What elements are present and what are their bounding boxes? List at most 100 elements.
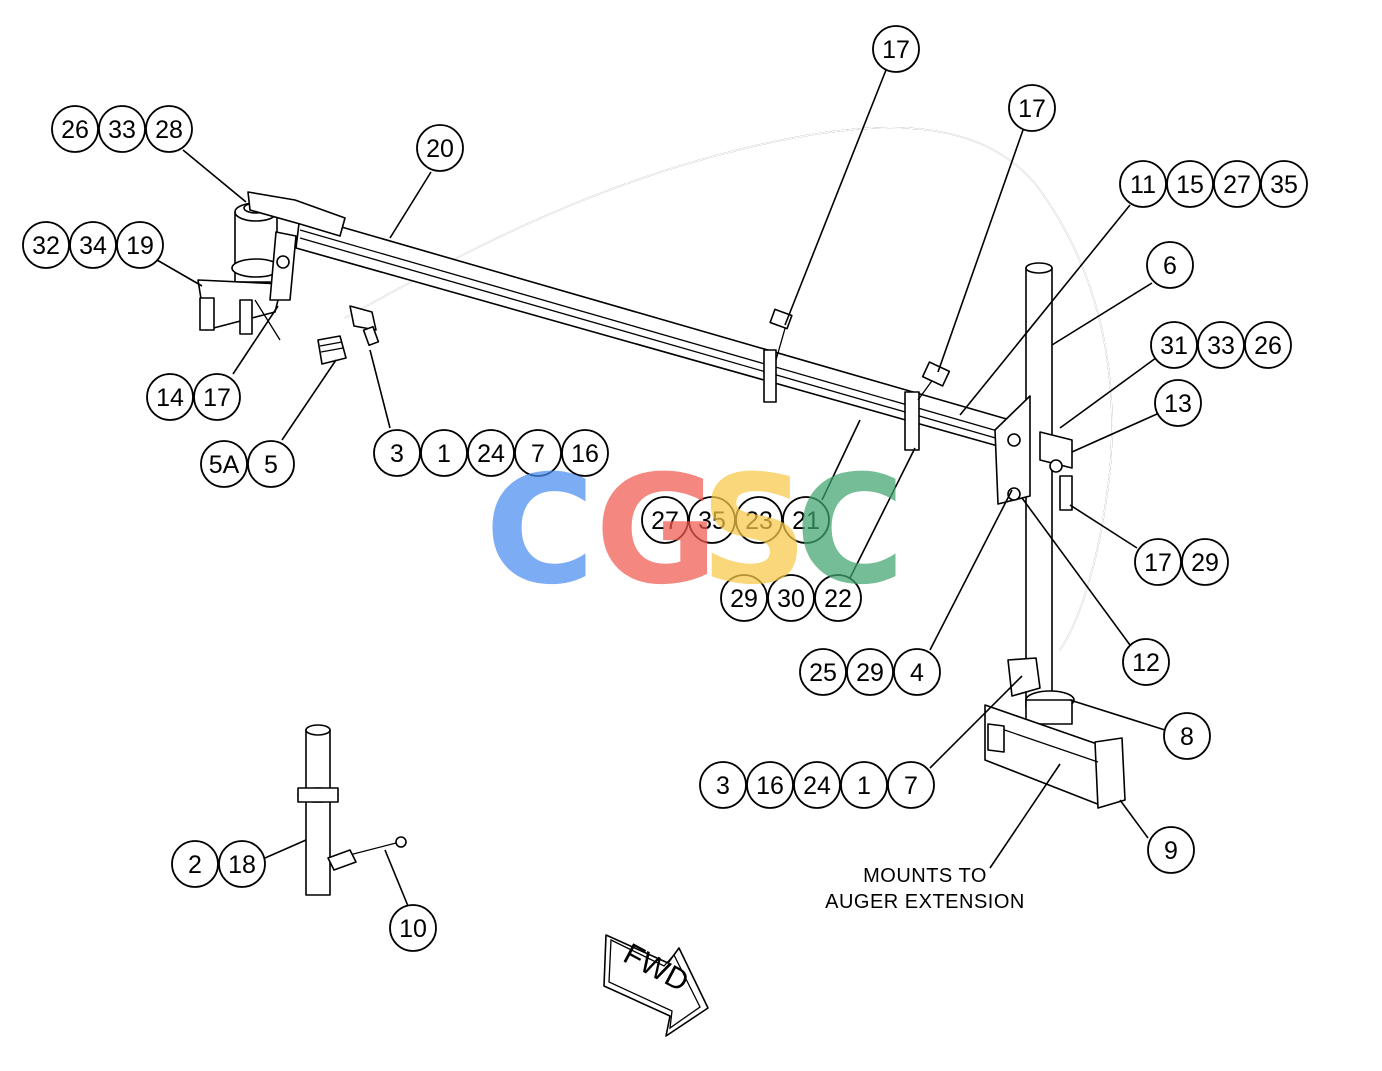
- callout-2: 2: [171, 840, 219, 888]
- svg-text:32: 32: [32, 232, 60, 260]
- mount-note-line2: AUGER EXTENSION: [825, 891, 1025, 913]
- mount-bracket: [984, 704, 1126, 809]
- svg-text:26: 26: [61, 116, 89, 144]
- svg-text:34: 34: [79, 232, 107, 260]
- callout-17: 17: [193, 373, 241, 421]
- svg-text:3: 3: [716, 772, 730, 800]
- assembly-artwork: FWD: [197, 127, 1126, 1037]
- svg-text:13: 13: [1164, 390, 1192, 418]
- svg-text:1: 1: [857, 772, 871, 800]
- callout-27: 27: [1213, 160, 1261, 208]
- callout-18: 18: [218, 840, 266, 888]
- callout-15: 15: [1166, 160, 1214, 208]
- svg-text:19: 19: [126, 232, 154, 260]
- svg-text:17: 17: [1144, 549, 1172, 577]
- callout-8: 8: [1163, 712, 1211, 760]
- svg-text:35: 35: [698, 507, 726, 535]
- callout-3: 3: [699, 761, 747, 809]
- svg-text:29: 29: [730, 585, 758, 613]
- svg-text:26: 26: [1254, 332, 1282, 360]
- callout-10: 10: [389, 904, 437, 952]
- svg-text:20: 20: [426, 135, 454, 163]
- svg-text:9: 9: [1164, 837, 1178, 865]
- svg-text:16: 16: [756, 772, 784, 800]
- callout-1: 1: [840, 761, 888, 809]
- callout-4: 4: [893, 648, 941, 696]
- callout-29: 29: [720, 574, 768, 622]
- callout-28: 28: [145, 105, 193, 153]
- callout-33: 33: [1197, 321, 1245, 369]
- watermark-letter-g: G: [595, 444, 718, 618]
- leader-lines: [156, 69, 1166, 907]
- svg-text:2: 2: [188, 851, 202, 879]
- callout-16: 16: [746, 761, 794, 809]
- callout-11: 11: [1119, 160, 1167, 208]
- svg-text:30: 30: [777, 585, 805, 613]
- nozzle-clamp-mid: [763, 308, 793, 403]
- callout-17: 17: [1134, 538, 1182, 586]
- callout-12: 12: [1122, 638, 1170, 686]
- svg-text:15: 15: [1176, 171, 1204, 199]
- svg-text:4: 4: [910, 659, 924, 687]
- callout-30: 30: [767, 574, 815, 622]
- svg-text:25: 25: [809, 659, 837, 687]
- svg-text:17: 17: [203, 384, 231, 412]
- svg-text:16: 16: [571, 440, 599, 468]
- callout-32: 32: [22, 221, 70, 269]
- svg-text:22: 22: [824, 585, 852, 613]
- callout-22: 22: [814, 574, 862, 622]
- callout-25: 25: [799, 648, 847, 696]
- right-post-assembly: [994, 262, 1075, 725]
- valve-clamp-left: [317, 305, 380, 365]
- callout-9: 9: [1147, 826, 1195, 874]
- svg-text:28: 28: [155, 116, 183, 144]
- callout-14: 14: [146, 373, 194, 421]
- svg-text:21: 21: [792, 507, 820, 535]
- svg-text:33: 33: [1207, 332, 1235, 360]
- boom-tube: [295, 214, 1011, 449]
- callout-29: 29: [1181, 538, 1229, 586]
- callouts: 26 33 28 32 34 19 20 14 17 5A 5 3 1 24 7…: [22, 25, 1308, 952]
- watermark-letter-c2: C: [795, 444, 905, 618]
- svg-text:17: 17: [1018, 95, 1046, 123]
- svg-text:7: 7: [904, 772, 918, 800]
- callout-26: 26: [1244, 321, 1292, 369]
- callout-5A: 5A: [200, 440, 248, 488]
- svg-text:23: 23: [745, 507, 773, 535]
- fwd-arrow: FWD: [603, 934, 709, 1037]
- svg-text:29: 29: [1191, 549, 1219, 577]
- callout-17: 17: [1008, 84, 1056, 132]
- callout-5: 5: [247, 440, 295, 488]
- watermark-letter-c1: C: [485, 444, 595, 618]
- svg-text:33: 33: [108, 116, 136, 144]
- svg-text:29: 29: [856, 659, 884, 687]
- svg-text:6: 6: [1163, 252, 1177, 280]
- svg-text:27: 27: [1223, 171, 1251, 199]
- callout-26: 26: [51, 105, 99, 153]
- svg-text:1: 1: [437, 440, 451, 468]
- svg-text:8: 8: [1180, 723, 1194, 751]
- callout-23: 23: [735, 496, 783, 544]
- left-pivot-assembly: [197, 191, 346, 341]
- callout-20: 20: [416, 124, 464, 172]
- callout-27: 27: [641, 496, 689, 544]
- svg-text:35: 35: [1270, 171, 1298, 199]
- svg-text:5: 5: [264, 451, 278, 479]
- callout-7: 7: [514, 429, 562, 477]
- svg-text:3: 3: [390, 440, 404, 468]
- svg-text:10: 10: [399, 915, 427, 943]
- svg-text:24: 24: [477, 440, 505, 468]
- callout-24: 24: [793, 761, 841, 809]
- callout-7: 7: [887, 761, 935, 809]
- callout-6: 6: [1146, 241, 1194, 289]
- svg-text:7: 7: [531, 440, 545, 468]
- svg-text:5A: 5A: [209, 451, 240, 479]
- callout-1: 1: [420, 429, 468, 477]
- svg-text:12: 12: [1132, 649, 1160, 677]
- callout-13: 13: [1154, 379, 1202, 427]
- callout-31: 31: [1150, 321, 1198, 369]
- callout-35: 35: [688, 496, 736, 544]
- svg-text:24: 24: [803, 772, 831, 800]
- watermark-logo: C G S C: [485, 444, 905, 618]
